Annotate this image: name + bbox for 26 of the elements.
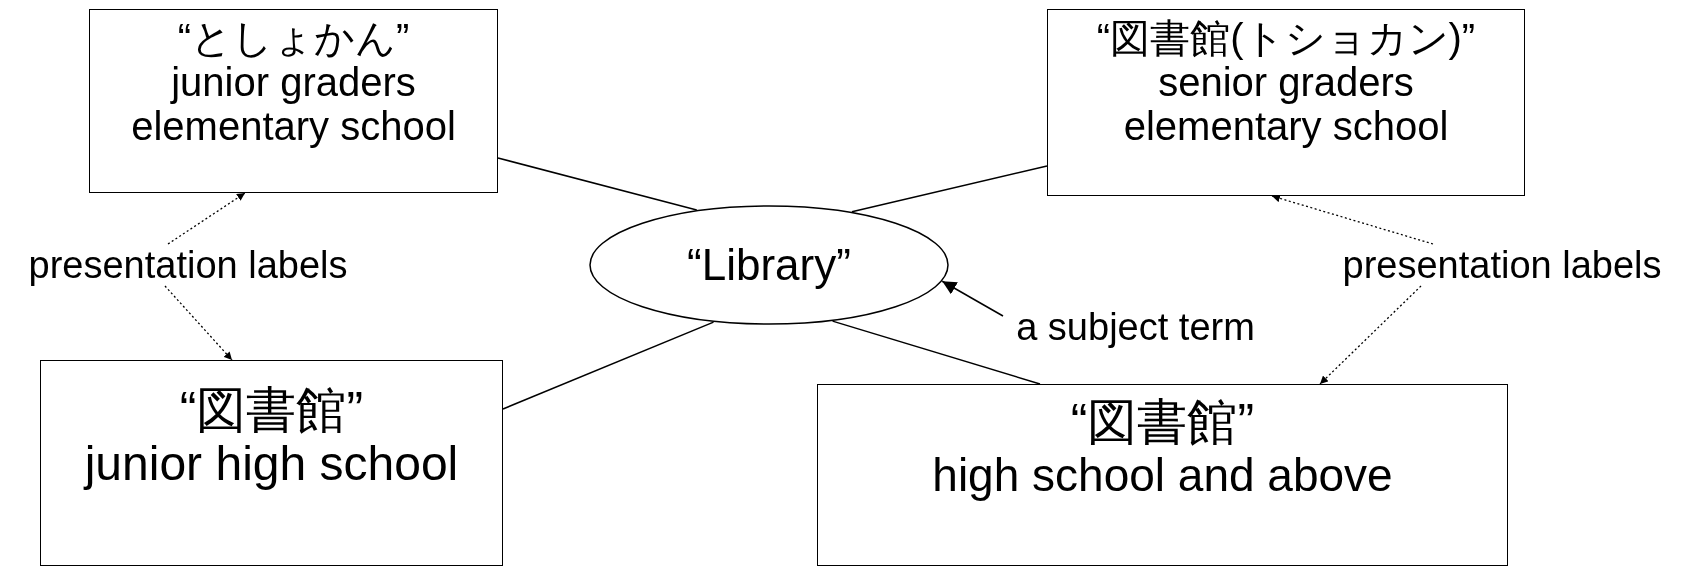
arrow (941, 280, 1004, 317)
arrow (167, 192, 246, 245)
annotation-label: presentation labels (1322, 244, 1682, 286)
concept-label: “Library” (687, 240, 851, 290)
annotation-label: presentation labels (8, 244, 368, 286)
connector-line (502, 321, 715, 410)
connector-line (851, 165, 1048, 213)
box-text: senior graders elementary school (1122, 60, 1450, 148)
text-box (1047, 9, 1525, 196)
annotation-label: a subject term (1003, 306, 1268, 348)
box-heading: “図書館” (179, 383, 364, 438)
text-box (817, 384, 1508, 566)
box-text: junior high school (84, 438, 459, 491)
text-box (89, 9, 498, 193)
box-heading: “図書館” (1070, 395, 1255, 450)
concept-ellipse (589, 205, 949, 325)
box-heading: “図書館(トショカン)” (1096, 16, 1476, 60)
arrow (1319, 285, 1422, 385)
connector-line (497, 157, 698, 211)
connector-line (831, 320, 1041, 385)
text-box (40, 360, 503, 566)
box-text: junior graders elementary school (130, 60, 457, 148)
arrow (164, 285, 233, 361)
arrow (1271, 194, 1434, 245)
box-text: high school and above (932, 450, 1393, 501)
box-heading: “としょかん” (177, 16, 410, 60)
